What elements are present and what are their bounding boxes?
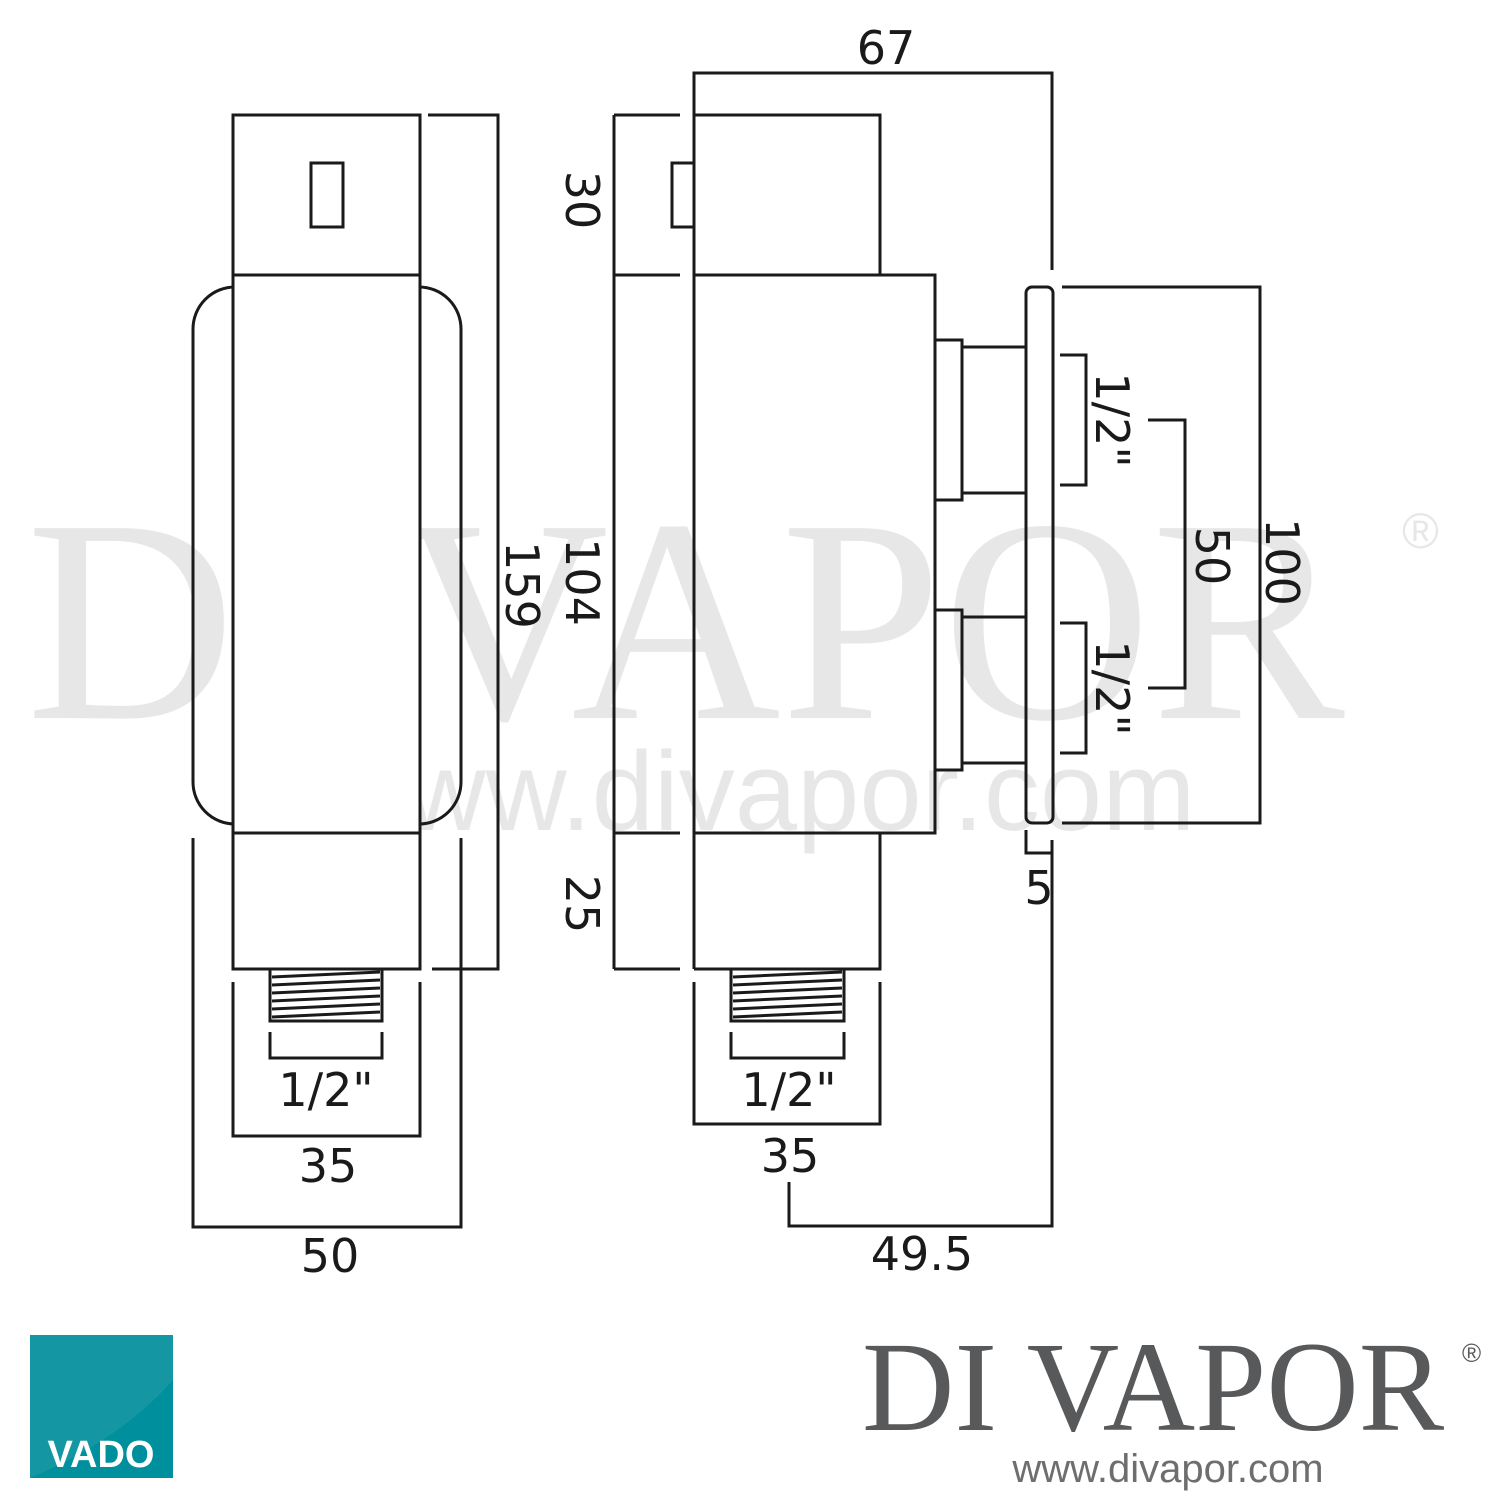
watermark-registered: ®: [1402, 503, 1439, 559]
front-overall-width-label: 50: [301, 1229, 360, 1283]
side-outlet-centres-label: 50: [1185, 527, 1239, 586]
side-axis-dimline: [787, 840, 1054, 1228]
front-thread-dimline: [268, 1032, 384, 1060]
side-depth-label: 67: [857, 21, 916, 75]
side-handle-indicator: [670, 161, 696, 229]
front-overall-width-dimline: [191, 838, 463, 1229]
side-plate-height-dimline: [1062, 285, 1262, 825]
side-thread-label: 1/2": [741, 1063, 836, 1117]
front-view: 1/2" 35 50 159: [191, 113, 549, 1283]
side-bottom-label: 25: [555, 875, 609, 934]
side-outlet-centres-dimline: [1148, 418, 1187, 690]
vado-logo: VADO: [30, 1335, 173, 1478]
front-inlet-thread: [268, 967, 384, 1023]
side-outlet-top-dimline: [1060, 353, 1088, 487]
vado-logo-badge: [30, 1335, 173, 1478]
side-outlet-bottom-label: 1/2": [1085, 640, 1139, 735]
side-thread-dimline: [729, 1032, 846, 1060]
front-handle-indicator: [309, 161, 345, 229]
side-top-label: 30: [555, 171, 609, 230]
front-width-dimline: [231, 982, 422, 1138]
front-thread-label: 1/2": [278, 1063, 373, 1117]
vado-logo-text: VADO: [48, 1434, 155, 1476]
front-body: [231, 273, 422, 835]
side-plate-thickness-dimline: [1024, 830, 1052, 855]
side-plate-thickness-label: 5: [1024, 861, 1053, 915]
side-body: [692, 273, 937, 835]
side-inlet-thread: [729, 967, 846, 1023]
side-outlet-bottom-dimline: [1060, 621, 1088, 755]
brand-url: www.divapor.com: [1011, 1447, 1323, 1491]
side-axis-label: 49.5: [871, 1227, 973, 1281]
brand-registered: ®: [1462, 1338, 1481, 1368]
divapor-brand: DI VAPOR ® www.divapor.com: [862, 1316, 1481, 1491]
side-top-section: [694, 113, 882, 275]
front-height-dimline: [428, 113, 500, 971]
front-height-label: 159: [495, 541, 549, 629]
side-width-label: 35: [761, 1129, 820, 1183]
side-outlet-top-label: 1/2": [1085, 372, 1139, 467]
watermark-url: www.divapor.com: [323, 729, 1195, 854]
front-width-label: 35: [299, 1139, 358, 1193]
side-width-dimline: [692, 982, 882, 1126]
brand-name: DI VAPOR: [862, 1316, 1445, 1458]
side-depth-dimline: [692, 71, 1054, 270]
side-wall-plate: [1024, 285, 1055, 825]
side-body-label: 104: [555, 538, 609, 626]
side-view: 67 30 104 25 1/2" 35 49.5 5 100 1/2" 1/2…: [555, 21, 1309, 1281]
side-plate-height-label: 100: [1255, 518, 1309, 606]
front-top-handle: [231, 113, 422, 277]
